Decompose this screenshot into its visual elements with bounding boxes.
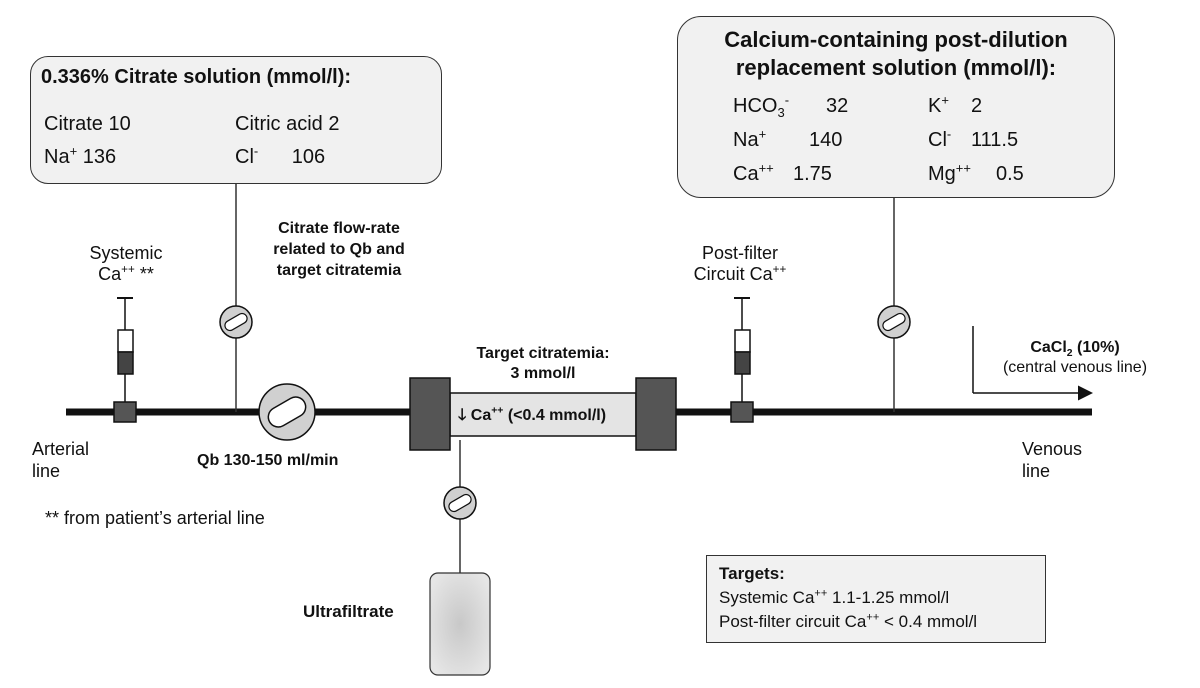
filter-cap-left <box>409 377 451 451</box>
cl-value: 111.5 <box>971 129 1019 151</box>
qb-label: Qb 130-150 ml/min <box>197 452 339 469</box>
replacement-box-title-line1: Calcium-containing post-dilution <box>724 27 1068 52</box>
ultrafiltrate-bag <box>429 572 491 676</box>
hco3-value: 32 <box>826 95 849 117</box>
down-arrow-icon: 🡓 <box>458 405 467 424</box>
ultrafiltrate-pump <box>443 486 477 520</box>
targets-systemic: Systemic Ca++ 1.1-1.25 mmol/l <box>719 587 950 607</box>
blood-pump <box>258 383 316 441</box>
filter-ca-label: 🡓 Ca++ (<0.4 mmol/l) <box>458 405 607 424</box>
replacement-pump <box>877 305 911 339</box>
k-label: K+ <box>928 92 949 117</box>
citrate-value: Citrate 10 <box>44 113 131 135</box>
citric-acid-value: Citric acid 2 <box>235 113 340 135</box>
na-value: 140 <box>809 129 843 151</box>
filter-body <box>449 392 637 437</box>
cacl2-label: CaCl2 (10%) (central venous line) <box>1002 339 1148 376</box>
hco3-label: HCO3- <box>733 92 790 120</box>
na-label: Na+ <box>733 126 767 151</box>
citrate-solution-box: 0.336% Citrate solution (mmol/l): Citrat… <box>30 56 442 184</box>
k-value: 2 <box>971 95 983 117</box>
arterial-sampling-port <box>113 401 137 423</box>
arterial-line-label: Arterial line <box>32 439 90 481</box>
citrate-na-value: Na+ 136 <box>44 143 117 168</box>
ca-value: 1.75 <box>793 163 832 185</box>
target-citratemia-label: Target citratemia: 3 mmol/l <box>476 345 610 382</box>
targets-title: Targets: <box>719 564 785 583</box>
postfilter-ca-label: Post-filter Circuit Ca++ <box>693 243 787 284</box>
mg-value: 0.5 <box>996 163 1024 185</box>
citrate-flow-rate-label: Citrate flow-rate related to Qb and targ… <box>273 220 405 279</box>
ultrafiltrate-label: Ultrafiltrate <box>303 602 394 621</box>
mg-label: Mg++ <box>928 160 971 185</box>
citrate-pump <box>219 305 253 339</box>
replacement-box-title-line2: replacement solution (mmol/l): <box>735 55 1057 80</box>
venous-line-label: Venous line <box>1022 439 1083 481</box>
cl-label: Cl- <box>928 126 952 151</box>
footnote: ** from patient’s arterial line <box>45 508 265 528</box>
systemic-ca-label: Systemic Ca++ ** <box>89 243 163 284</box>
postfilter-sampling-port <box>730 401 754 423</box>
postfilter-sampling-syringe <box>734 297 751 403</box>
citrate-box-title: 0.336% Citrate solution (mmol/l): <box>41 66 352 88</box>
citrate-cl-value: Cl- 106 <box>235 143 326 168</box>
replacement-solution-box: Calcium-containing post-dilution replace… <box>677 16 1115 198</box>
filter-cap-right <box>635 377 677 451</box>
ca-label: Ca++ <box>733 160 774 185</box>
targets-postfilter: Post-filter circuit Ca++ < 0.4 mmol/l <box>719 611 978 631</box>
targets-box: Targets: Systemic Ca++ 1.1-1.25 mmol/l P… <box>706 555 1046 643</box>
systemic-sampling-syringe <box>117 297 134 403</box>
